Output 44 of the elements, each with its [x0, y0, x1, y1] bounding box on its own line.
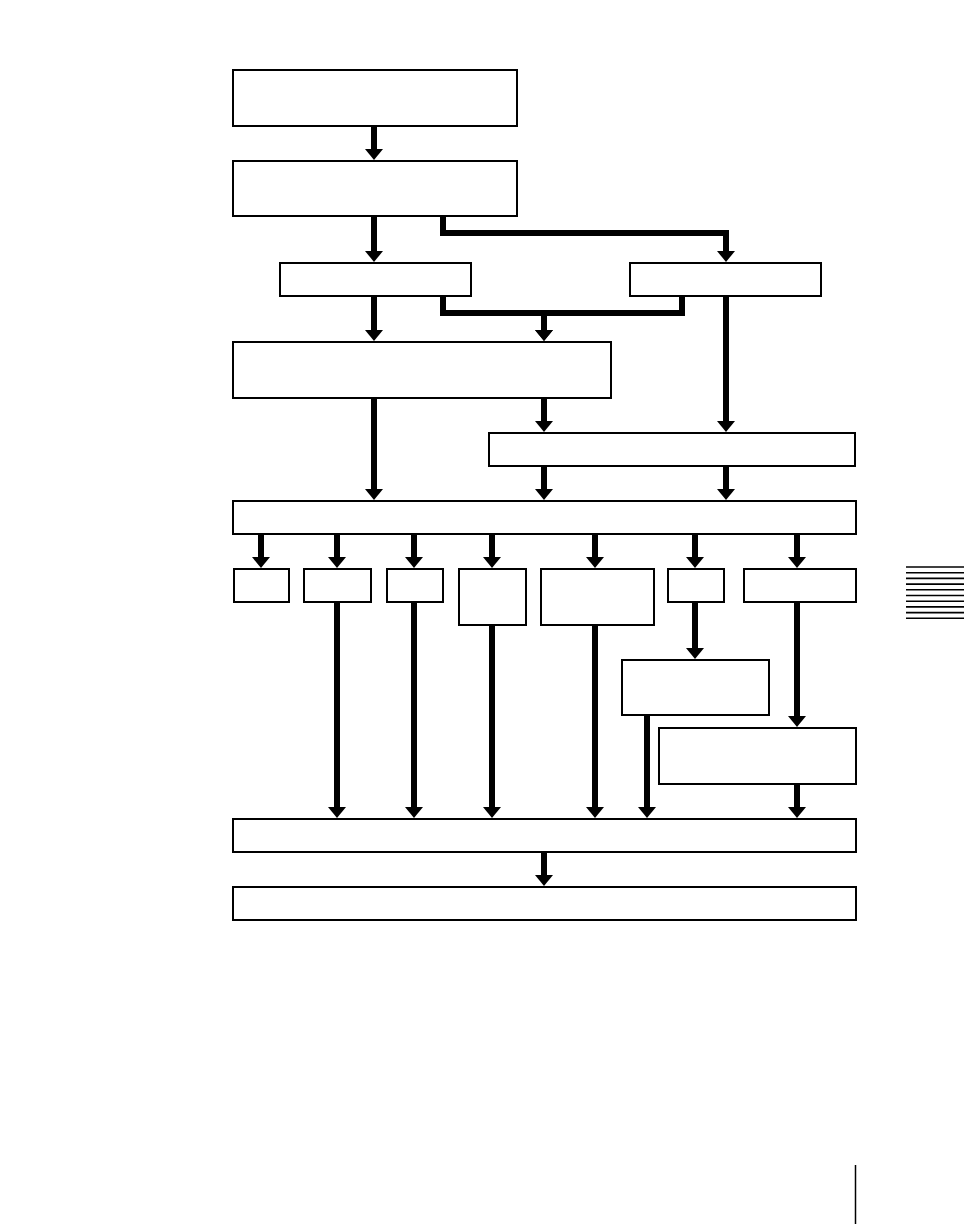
arrow — [686, 535, 704, 568]
process-box — [303, 568, 372, 603]
arrow — [328, 535, 346, 568]
arrow — [365, 399, 383, 500]
process-box — [621, 659, 770, 716]
arrow — [365, 127, 383, 160]
process-box — [540, 568, 655, 626]
arrow — [535, 297, 685, 341]
arrow — [483, 626, 501, 818]
arrow — [405, 603, 423, 818]
process-box — [232, 341, 612, 399]
arrow — [535, 467, 553, 500]
process-box — [629, 262, 822, 297]
arrow — [586, 535, 604, 568]
process-box — [233, 568, 290, 603]
arrow — [717, 467, 735, 500]
arrow — [535, 399, 553, 432]
arrow — [586, 626, 604, 818]
process-box — [658, 727, 857, 785]
process-box — [667, 568, 725, 603]
process-box — [743, 568, 857, 603]
process-box — [279, 262, 472, 297]
process-box — [232, 160, 518, 217]
arrow — [252, 535, 270, 568]
process-box — [232, 886, 857, 921]
arrow — [788, 535, 806, 568]
arrow — [535, 853, 553, 886]
process-box — [232, 69, 518, 127]
arrow — [328, 603, 346, 818]
arrow — [405, 535, 423, 568]
arrow — [365, 297, 383, 341]
arrow — [365, 217, 383, 262]
arrow — [788, 603, 806, 727]
arrow — [686, 603, 704, 659]
arrow — [483, 535, 501, 568]
process-box — [232, 818, 857, 853]
process-box — [232, 500, 857, 535]
arrow — [717, 297, 735, 432]
arrow — [440, 217, 735, 262]
process-box — [386, 568, 444, 603]
arrow — [788, 785, 806, 818]
arrow — [638, 716, 656, 818]
process-box — [458, 568, 527, 626]
process-box — [488, 432, 856, 467]
